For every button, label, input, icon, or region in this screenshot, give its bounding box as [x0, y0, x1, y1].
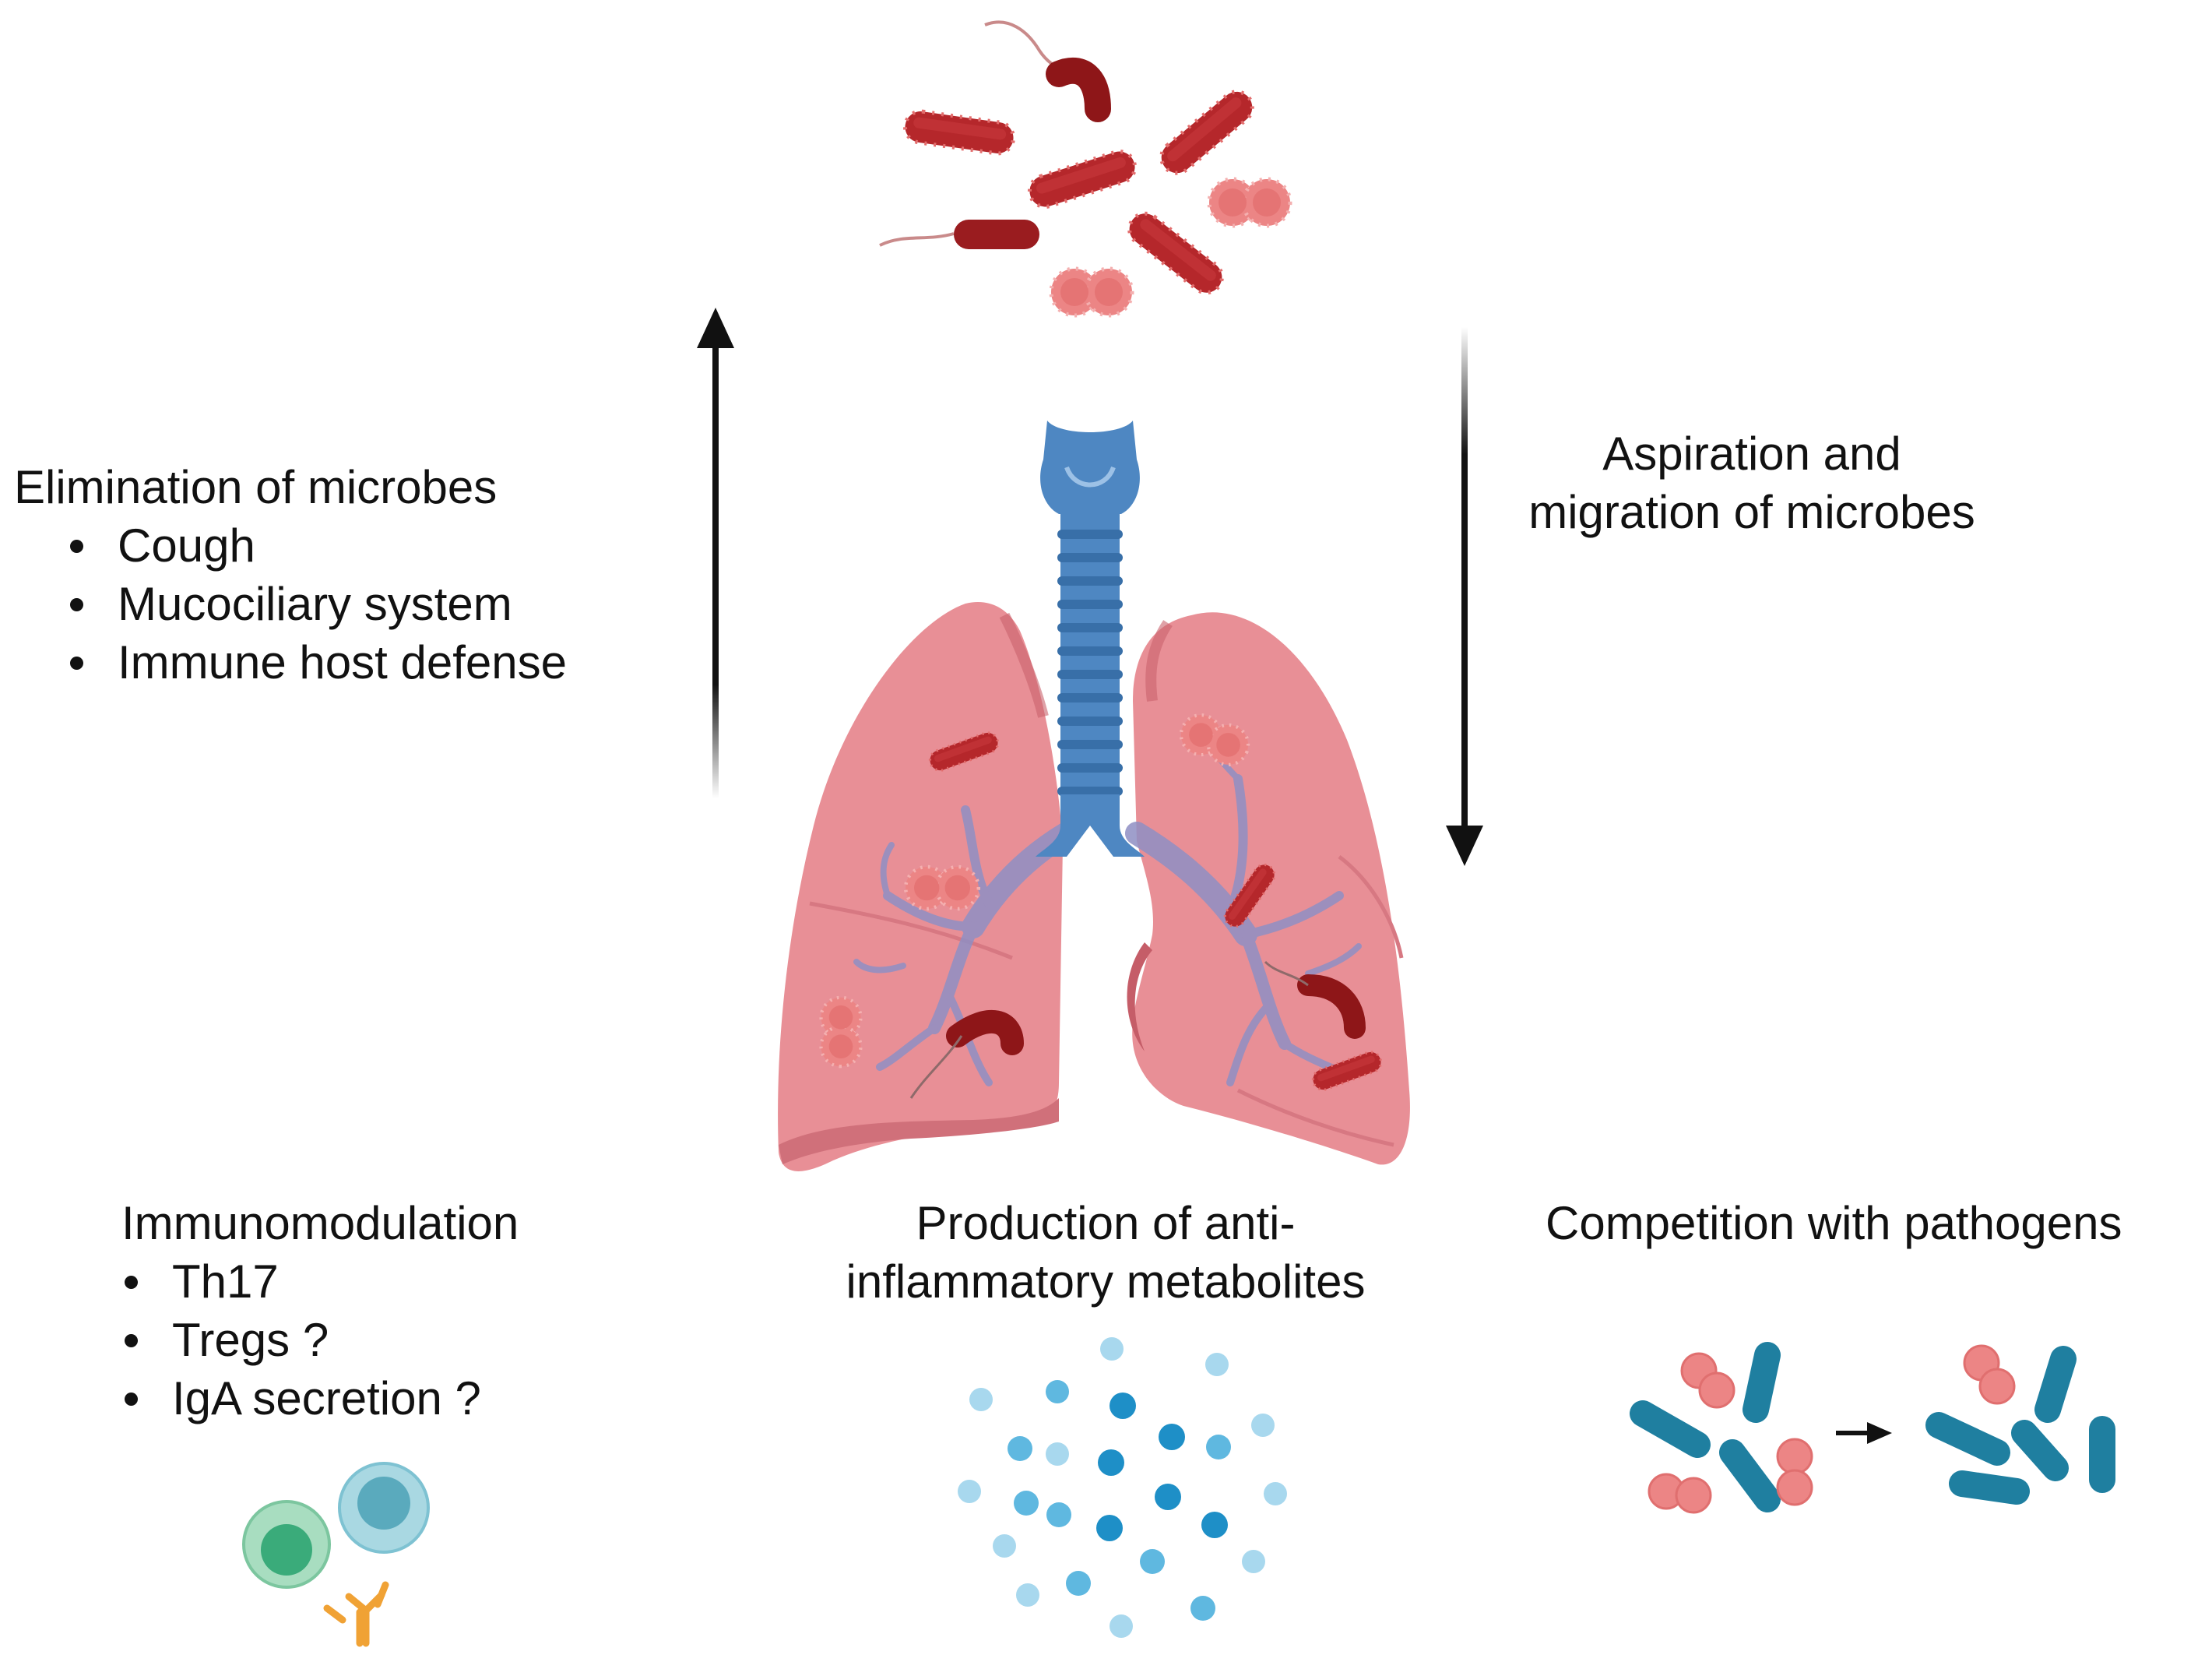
- aspiration-line-1: Aspiration and: [1602, 428, 1901, 480]
- immunomodulation-item-iga: IgA secretion ?: [69, 1369, 614, 1428]
- antibody-icon: [323, 1581, 389, 1647]
- lungs-icon: [778, 421, 1410, 1171]
- aspiration-line-2: migration of microbes: [1528, 486, 1975, 538]
- bacteria-competition-icon: [1630, 1342, 2115, 1514]
- metabolite-dots-icon: [958, 1337, 1287, 1638]
- immunomodulation-item-tregs: Tregs ?: [69, 1311, 614, 1369]
- elimination-list: Cough Mucociliary system Immune host def…: [14, 516, 652, 692]
- elimination-item-immune: Immune host defense: [14, 633, 652, 692]
- elimination-item-mucociliary: Mucociliary system: [14, 575, 652, 633]
- metabolites-block: Production of anti- inflammatory metabol…: [794, 1194, 1417, 1311]
- immunomodulation-item-th17: Th17: [69, 1252, 614, 1311]
- bacteria-cluster-icon: [879, 20, 1290, 315]
- elimination-arrow: [697, 308, 734, 798]
- competition-title: Competition with pathogens: [1546, 1197, 2122, 1249]
- immunomodulation-block: Immunomodulation Th17 Tregs ? IgA secret…: [69, 1194, 614, 1428]
- immunomodulation-title: Immunomodulation: [121, 1197, 519, 1249]
- aspiration-arrow: [1446, 327, 1483, 866]
- competition-block: Competition with pathogens: [1546, 1194, 2207, 1252]
- metabolites-line-1: Production of anti-: [916, 1197, 1296, 1249]
- immune-cells-icon: [242, 1462, 430, 1589]
- elimination-title: Elimination of microbes: [14, 461, 498, 513]
- elimination-item-cough: Cough: [14, 516, 652, 575]
- immunomodulation-list: Th17 Tregs ? IgA secretion ?: [69, 1252, 614, 1428]
- metabolites-line-2: inflammatory metabolites: [846, 1255, 1366, 1308]
- elimination-block: Elimination of microbes Cough Mucociliar…: [14, 458, 652, 692]
- aspiration-block: Aspiration and migration of microbes: [1464, 424, 2040, 541]
